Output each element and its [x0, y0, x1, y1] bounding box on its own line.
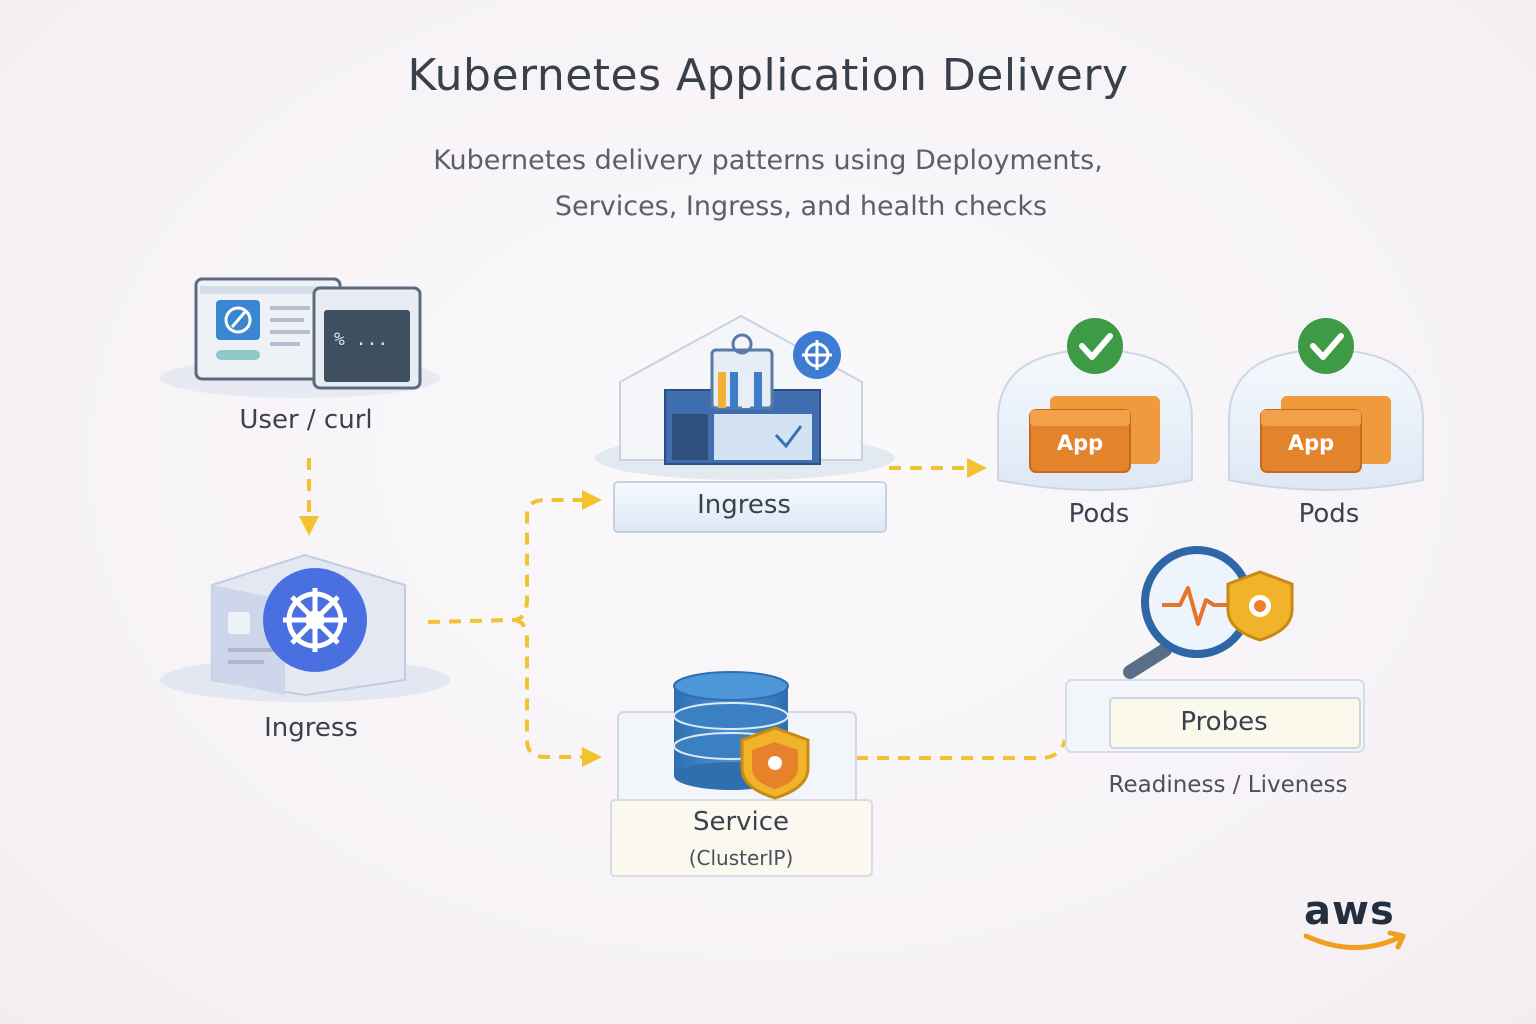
pods-1-app-label: App: [1057, 431, 1103, 455]
probes-type-label: Readiness / Liveness: [1108, 772, 1348, 798]
badge-helm-icon: [802, 340, 832, 370]
user-curl-label: User / curl: [239, 405, 373, 435]
checkmark-icon: [1310, 333, 1344, 360]
pods-1-label: Pods: [1068, 499, 1130, 529]
ingress-controller-icon: [160, 553, 450, 702]
ingress-building-icon: [595, 314, 895, 533]
connectors: [299, 458, 1067, 767]
pods-1-icon: [997, 318, 1193, 491]
ingress-label: Ingress: [697, 490, 791, 520]
service-database-icon: [610, 671, 873, 877]
aws-logo-text: aws: [1304, 888, 1395, 934]
checkmark-icon: [1079, 333, 1113, 360]
page-title: Kubernetes Application Delivery: [407, 50, 1129, 101]
arrow-controller-to-ingress: [427, 490, 602, 624]
pods-2-app-label: App: [1288, 431, 1334, 455]
service-type-label: (ClusterIP): [688, 846, 794, 870]
subtitle-line-2: Services, Ingress, and health checks: [554, 191, 1048, 222]
arrow-service-to-probes: [856, 739, 1067, 760]
terminal-prompt: % ...: [334, 329, 388, 350]
aws-logo: aws: [1303, 888, 1406, 950]
pods-2-icon: [1228, 318, 1424, 491]
user-curl-icon: [160, 277, 440, 398]
service-label: Service: [692, 807, 790, 837]
subtitle-line-1: Kubernetes delivery patterns using Deplo…: [433, 145, 1103, 176]
ingress-controller-label: Ingress: [264, 713, 358, 743]
arrow-controller-to-service: [514, 618, 602, 767]
heartbeat-icon: [1162, 586, 1230, 626]
helm-wheel-icon: [283, 588, 347, 652]
probes-label: Probes: [1180, 707, 1268, 737]
page-subtitle: Kubernetes delivery patterns using Deplo…: [0, 138, 1536, 230]
probes-magnifier-icon: [1065, 546, 1365, 753]
pods-2-label: Pods: [1298, 499, 1360, 529]
aws-smile-icon: [1303, 930, 1406, 950]
